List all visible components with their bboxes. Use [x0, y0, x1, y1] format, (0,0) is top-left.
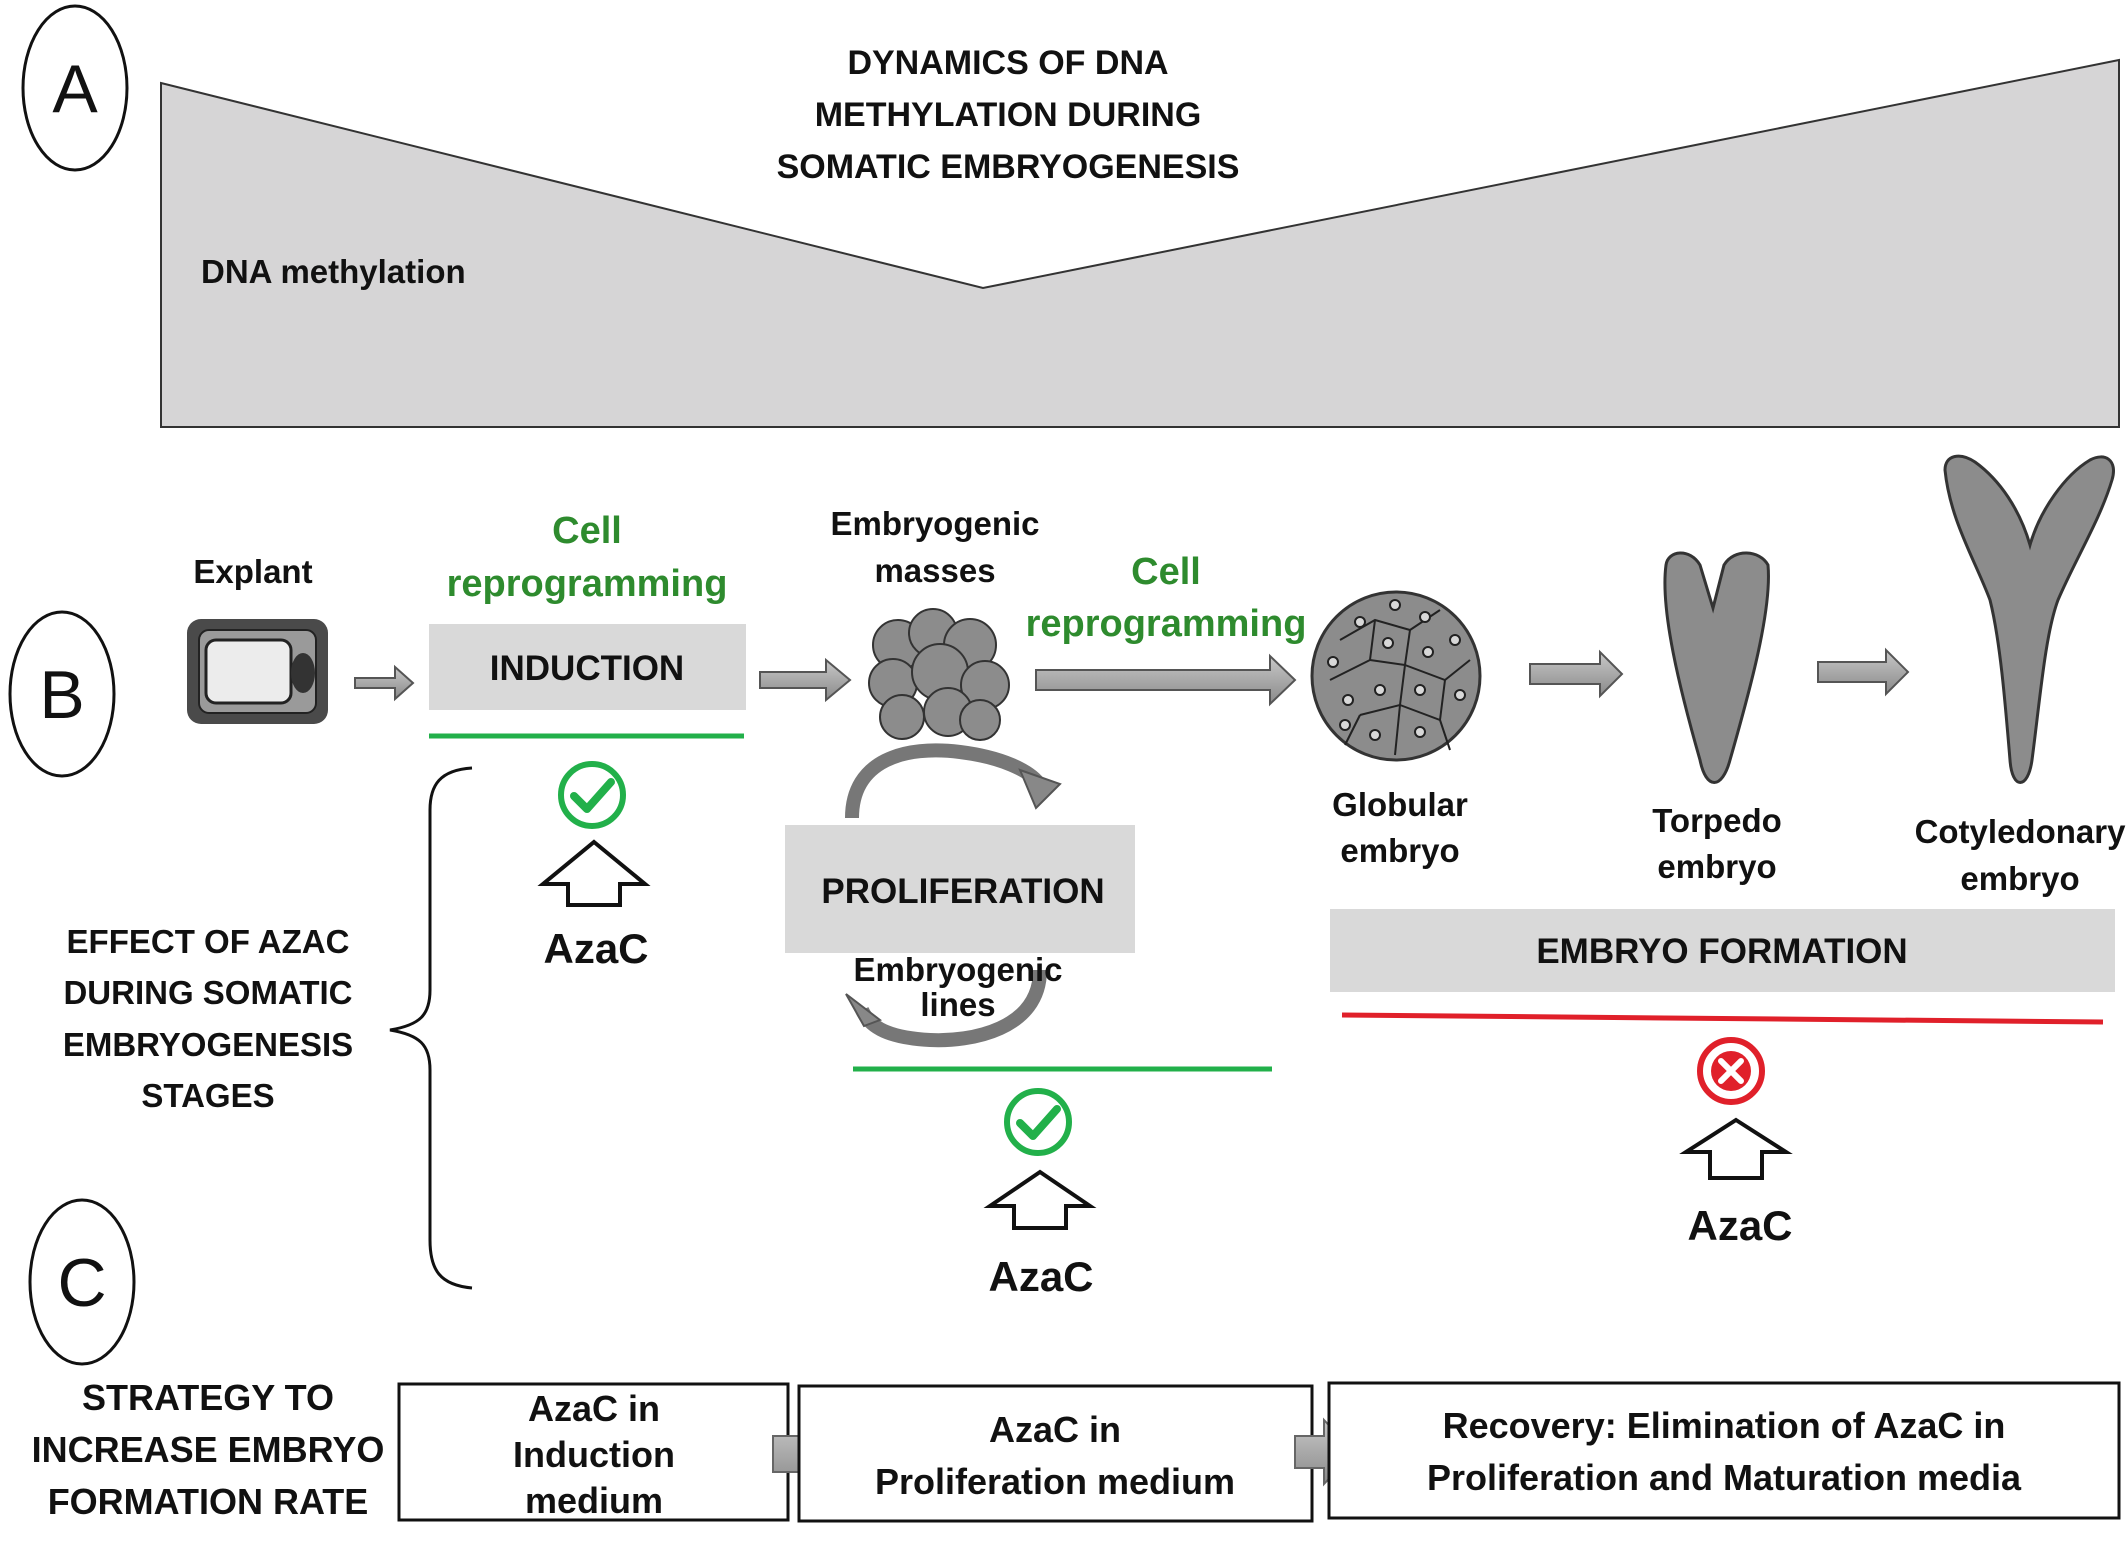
torpedo-embryo-line-1: Torpedo	[1652, 802, 1782, 839]
cell-reprogramming-2-line-2: reprogramming	[1026, 603, 1307, 645]
proliferation-box	[785, 825, 1135, 953]
arrow-globular-to-torpedo	[1529, 649, 1624, 699]
panel-a: A DYNAMICS OF DNA METHYLATION DURING SOM…	[21, 4, 2120, 428]
effect-line-2: DURING SOMATIC	[63, 974, 352, 1011]
strategy-box-2-line-1: AzaC in	[989, 1409, 1121, 1450]
effect-line-1: EFFECT OF AZAC	[67, 923, 350, 960]
cross-icon-embryo-formation	[1697, 1037, 1765, 1105]
globular-embryo-line-1: Globular	[1332, 786, 1468, 823]
panel-c-letter-circle	[28, 1198, 136, 1366]
strategy-box-3-line-1: Recovery: Elimination of AzaC in	[1443, 1405, 2006, 1446]
induction-label: INDUCTION	[490, 649, 684, 688]
dna-methylation-label: DNA methylation	[201, 253, 466, 290]
methylation-dynamics-shape	[160, 58, 2120, 428]
embryogenic-lines-line-1: Embryogenic	[853, 951, 1062, 988]
arrow-explant-to-induction	[354, 664, 415, 702]
globular-embryo-line-2: embryo	[1340, 832, 1459, 869]
cycle-arrow-bottom-head	[845, 993, 883, 1028]
panel-a-letter-circle	[21, 4, 129, 172]
embryo-formation-red-line	[1341, 1012, 2104, 1025]
azac-label-embryo-formation: AzaC	[1687, 1202, 1792, 1249]
azac-label-proliferation: AzaC	[988, 1253, 1093, 1300]
cell-reprogramming-1-line-1: Cell	[552, 510, 622, 552]
strategy-box-induction	[397, 1382, 790, 1522]
embryogenic-masses-icon	[868, 608, 1010, 741]
cotyledonary-embryo-line-2: embryo	[1960, 860, 2079, 897]
cotyledonary-embryo-line-1: Cotyledonary	[1915, 813, 2127, 850]
strategy-line-2: INCREASE EMBRYO	[32, 1429, 385, 1470]
up-arrow-icon-embryo-formation	[1679, 1117, 1793, 1180]
panel-a-title-line-2: METHYLATION DURING	[815, 96, 1202, 134]
embryogenic-masses-line-2: masses	[874, 552, 995, 589]
strategy-box-1-line-2: Induction	[513, 1434, 675, 1475]
check-icon-proliferation	[1004, 1088, 1072, 1156]
check-icon-induction	[558, 761, 626, 829]
cycle-arrow-top	[845, 743, 1046, 819]
strategy-box-3-line-2: Proliferation and Maturation media	[1427, 1457, 2022, 1498]
globular-embryo-icon	[1310, 590, 1482, 762]
strategy-line-3: FORMATION RATE	[48, 1481, 369, 1522]
induction-box	[429, 624, 746, 710]
cycle-arrow-top-head	[1018, 768, 1062, 810]
panel-a-title-line-1: DYNAMICS OF DNA	[847, 44, 1168, 82]
strategy-line-1: STRATEGY TO	[82, 1377, 334, 1418]
arrow-masses-to-globular	[1035, 653, 1297, 707]
up-arrow-icon-induction	[537, 839, 651, 907]
panel-a-title-line-3: SOMATIC EMBRYOGENESIS	[777, 148, 1240, 186]
panel-b: B Explant Cell reprogramming INDUCTION E…	[8, 454, 2127, 1300]
explant-icon	[187, 619, 328, 724]
panel-c: C STRATEGY TO INCREASE EMBRYO FORMATION …	[28, 1198, 2121, 1523]
panel-b-letter: B	[39, 657, 84, 733]
embryo-formation-box	[1330, 909, 2115, 992]
arrow-induction-to-masses	[759, 657, 852, 703]
embryo-formation-label: EMBRYO FORMATION	[1536, 932, 1907, 971]
strategy-box-2-line-2: Proliferation medium	[875, 1461, 1235, 1502]
panel-b-letter-circle	[8, 610, 116, 778]
arrow-torpedo-to-cotyledonary	[1817, 647, 1910, 697]
cell-reprogramming-1-line-2: reprogramming	[447, 563, 728, 605]
strategy-box-1-line-3: medium	[525, 1480, 663, 1521]
cycle-arrow-bottom	[855, 969, 1047, 1048]
strategy-box-proliferation	[797, 1384, 1314, 1523]
cotyledonary-embryo-icon	[1943, 454, 2115, 784]
explant-label: Explant	[193, 553, 312, 590]
panel-c-letter: C	[57, 1245, 106, 1321]
embryogenic-masses-line-1: Embryogenic	[830, 505, 1039, 542]
up-arrow-icon-proliferation	[983, 1169, 1097, 1230]
strategy-box-1-line-1: AzaC in	[528, 1388, 660, 1429]
effect-line-4: STAGES	[141, 1077, 274, 1114]
torpedo-embryo-icon	[1663, 551, 1770, 784]
embryogenic-lines-line-2: lines	[920, 986, 995, 1023]
panel-a-letter: A	[52, 51, 98, 127]
effect-line-3: EMBRYOGENESIS	[63, 1026, 353, 1063]
cell-reprogramming-2-line-1: Cell	[1131, 551, 1201, 593]
strategy-box-recovery	[1327, 1381, 2121, 1520]
curly-brace	[389, 766, 473, 1290]
azac-label-induction: AzaC	[543, 925, 648, 972]
torpedo-embryo-line-2: embryo	[1657, 848, 1776, 885]
proliferation-label: PROLIFERATION	[821, 872, 1104, 911]
